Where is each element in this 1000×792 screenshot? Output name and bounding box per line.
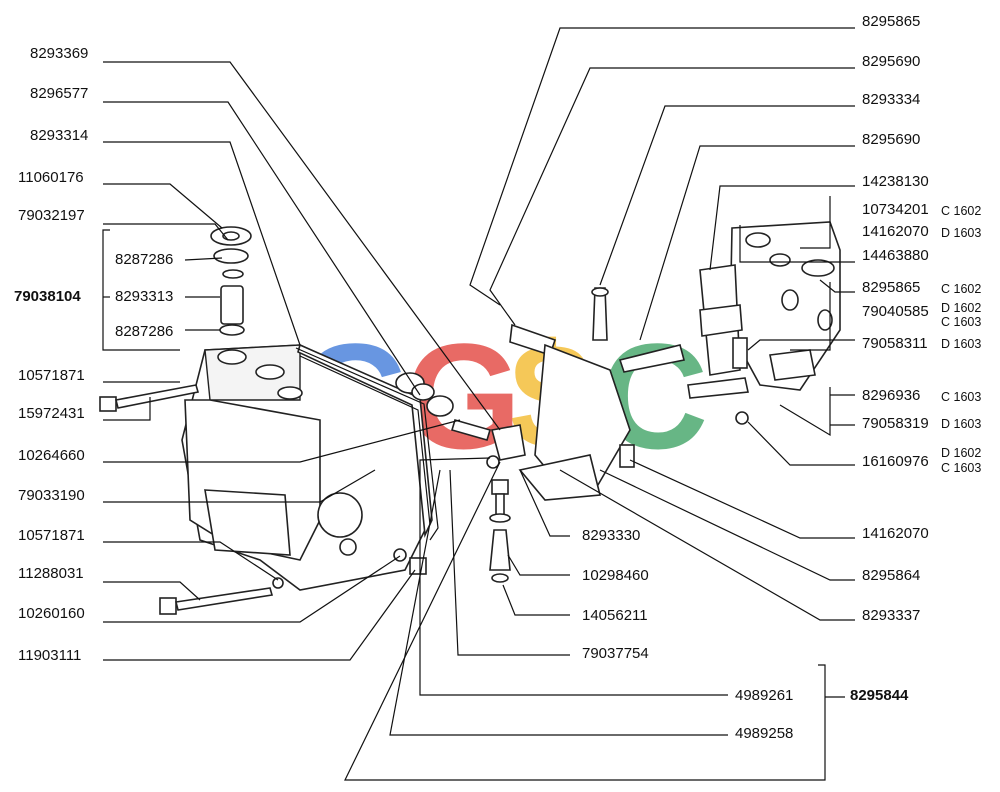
part-number-label: 79058319 [862, 415, 929, 432]
part-number-label: 14238130 [862, 173, 929, 190]
part-number-label: 4989261 [735, 687, 793, 704]
variant-note: D 1603 [941, 337, 981, 351]
part-number-label: 8295690 [862, 53, 920, 70]
part-number-label: 8287286 [115, 323, 173, 340]
part-number-label: 79037754 [582, 645, 649, 662]
right-valve-block-drawing [699, 221, 841, 391]
part-number-label: 8295865 [862, 279, 920, 296]
variant-note: C 1602 [941, 282, 981, 296]
part-number-label: 16160976 [862, 453, 929, 470]
part-number-label: 8293330 [582, 527, 640, 544]
part-number-label: 10734201 [862, 201, 929, 218]
part-number-label: 15972431 [18, 405, 85, 422]
valve-housing-drawing [181, 343, 439, 591]
assembly-number-label: 8295844 [850, 687, 909, 704]
part-number-label: 8293313 [115, 288, 173, 305]
part-number-label: 79040585 [862, 303, 929, 320]
lever-linkage-drawing [509, 287, 749, 501]
part-number-label: 8295864 [862, 567, 920, 584]
center-parts-drawing [395, 372, 526, 583]
leader-lines [102, 27, 855, 781]
variant-note: C 1603 [941, 315, 981, 329]
part-number-label: 10264660 [18, 447, 85, 464]
part-number-label: 8287286 [115, 251, 173, 268]
variant-note: D 1603 [941, 417, 981, 431]
left-label-column: 8293369 8296577 8293314 11060176 7903219… [14, 45, 173, 664]
right-label-column: 8295865 8295690 8293334 8295690 14238130… [862, 13, 929, 624]
part-number-label: 14162070 [862, 525, 929, 542]
variant-note: D 1602 [941, 446, 981, 460]
variant-note: D 1602 [941, 301, 981, 315]
part-number-label: 11060176 [18, 169, 84, 186]
variant-notes: C 1602 D 1603 C 1602 D 1602 C 1603 D 160… [941, 204, 981, 475]
part-number-label: 8293314 [30, 127, 88, 144]
variant-note: C 1602 [941, 204, 981, 218]
part-number-label: 8295690 [862, 131, 920, 148]
part-number-label: 8295865 [862, 13, 920, 30]
part-number-label: 8296577 [30, 85, 88, 102]
bolts-left-drawing [99, 384, 427, 615]
part-number-label: 4989258 [735, 725, 793, 742]
part-number-label: 79058311 [862, 335, 928, 352]
center-label-column: 8293330 10298460 14056211 79037754 49892… [582, 527, 909, 742]
variant-note: D 1603 [941, 226, 981, 240]
variant-note: C 1603 [941, 461, 981, 475]
part-number-label: 14463880 [862, 247, 929, 264]
part-number-label: 8296936 [862, 387, 920, 404]
part-number-label: 14056211 [582, 607, 648, 624]
part-number-label: 11903111 [18, 647, 81, 664]
part-number-label: 8293337 [862, 607, 920, 624]
part-number-label: 79032197 [18, 207, 85, 224]
part-number-label: 79033190 [18, 487, 85, 504]
part-number-label: 8293334 [862, 91, 920, 108]
part-number-label: 10260160 [18, 605, 85, 622]
part-number-label: 10298460 [582, 567, 649, 584]
seal-stack-drawing [210, 226, 252, 336]
part-number-label: 14162070 [862, 223, 929, 240]
part-number-label: 8293369 [30, 45, 88, 62]
part-number-label: 10571871 [18, 527, 85, 544]
part-number-label: 11288031 [18, 565, 84, 582]
variant-note: C 1603 [941, 390, 981, 404]
part-number-label: 10571871 [18, 367, 85, 384]
assembly-number-label: 79038104 [14, 288, 81, 305]
